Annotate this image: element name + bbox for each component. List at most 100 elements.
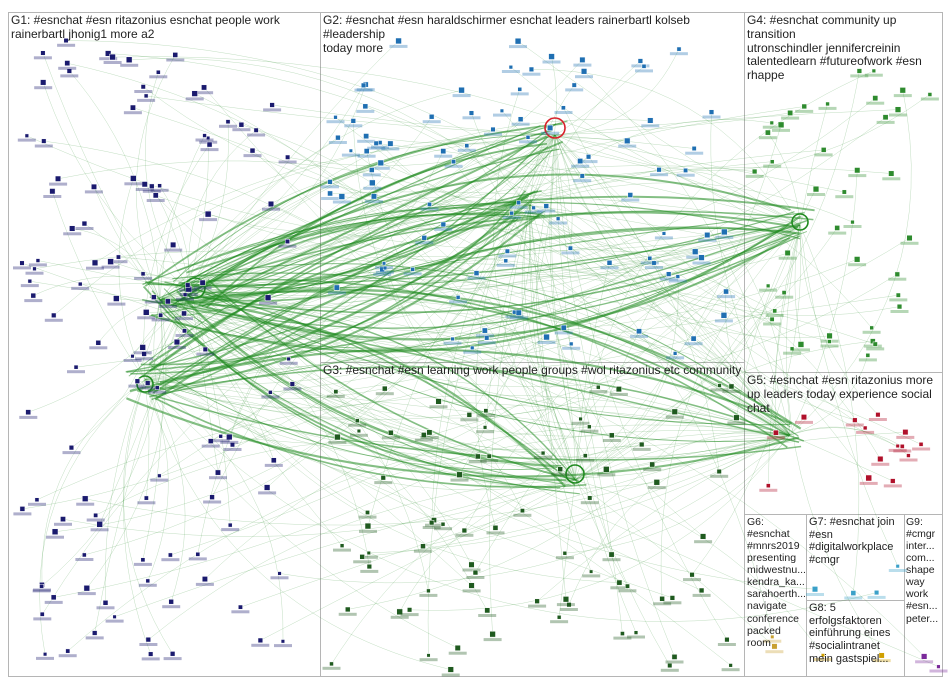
node-label-mark xyxy=(511,122,530,126)
network-node xyxy=(370,193,377,200)
network-node xyxy=(596,384,601,390)
node-label-mark xyxy=(899,458,918,462)
node-label-mark xyxy=(375,270,394,274)
network-node xyxy=(728,663,733,668)
node-label-mark xyxy=(219,124,237,128)
network-node xyxy=(421,432,427,438)
node-label-mark xyxy=(34,86,53,90)
node-label-mark xyxy=(46,535,64,539)
node-label-mark xyxy=(727,421,746,425)
network-edge xyxy=(529,119,772,206)
node-label-mark xyxy=(871,462,890,466)
network-edge xyxy=(652,431,791,465)
network-node xyxy=(769,159,775,164)
node-label-mark xyxy=(223,448,242,451)
network-node xyxy=(145,578,151,584)
node-label-mark xyxy=(138,386,157,390)
network-node xyxy=(66,68,72,74)
network-node xyxy=(656,167,662,173)
node-label-mark xyxy=(890,310,909,313)
network-node xyxy=(30,292,37,299)
network-edge xyxy=(86,299,167,589)
node-label-mark xyxy=(715,235,734,239)
network-edge xyxy=(144,294,899,381)
node-label-mark xyxy=(763,322,782,326)
network-node xyxy=(396,608,403,616)
network-edge xyxy=(574,479,824,656)
network-edge xyxy=(144,379,284,642)
network-edge xyxy=(529,56,557,206)
network-edge xyxy=(366,134,556,144)
node-label-mark xyxy=(341,153,360,157)
network-node xyxy=(481,327,488,334)
network-edge xyxy=(279,434,791,584)
network-edge xyxy=(531,69,801,226)
network-node xyxy=(345,606,351,613)
network-node xyxy=(456,471,463,478)
node-label-mark xyxy=(105,619,124,623)
network-edge xyxy=(144,379,435,521)
network-node xyxy=(369,167,375,173)
network-edge xyxy=(583,71,791,436)
node-label-mark xyxy=(201,444,220,448)
network-node xyxy=(647,255,653,261)
network-node xyxy=(426,588,431,594)
network-node xyxy=(675,274,681,279)
network-node xyxy=(509,210,514,216)
network-node xyxy=(894,106,902,113)
node-label-mark xyxy=(783,351,802,355)
network-edge xyxy=(189,116,432,291)
network-node xyxy=(548,53,555,60)
node-label-mark xyxy=(162,605,181,609)
network-edge xyxy=(189,121,229,291)
node-label-mark xyxy=(193,286,212,290)
network-edges xyxy=(21,40,939,670)
network-edge xyxy=(71,299,161,448)
node-label-mark xyxy=(571,421,590,425)
node-label-mark xyxy=(429,405,448,409)
node-label-mark xyxy=(573,179,592,183)
node-label-mark xyxy=(541,131,560,135)
network-edge xyxy=(252,150,791,436)
node-label-mark xyxy=(882,177,901,181)
network-edge xyxy=(159,237,910,370)
network-node xyxy=(769,120,774,125)
network-node xyxy=(387,140,394,147)
network-node xyxy=(698,587,705,594)
network-node xyxy=(201,84,207,91)
network-edge xyxy=(557,218,791,436)
network-node xyxy=(770,634,775,639)
network-edge xyxy=(144,379,877,622)
network-node xyxy=(484,607,491,614)
network-node xyxy=(113,295,120,302)
network-edge xyxy=(208,134,556,233)
network-node xyxy=(636,328,642,335)
network-edge xyxy=(190,263,791,428)
network-edge xyxy=(153,299,161,388)
network-node xyxy=(691,146,697,151)
node-label-mark xyxy=(654,236,673,240)
network-edge xyxy=(453,161,791,436)
node-label-mark xyxy=(555,556,574,560)
network-edge xyxy=(123,379,151,655)
node-label-mark xyxy=(722,390,741,393)
network-node xyxy=(580,68,588,75)
network-edge xyxy=(140,216,517,366)
network-node xyxy=(249,147,256,154)
network-edge xyxy=(193,129,552,296)
network-node xyxy=(534,598,540,604)
network-node xyxy=(140,271,146,277)
node-label-mark xyxy=(582,574,601,578)
network-node xyxy=(435,398,442,405)
node-label-mark xyxy=(551,472,570,476)
node-label-mark xyxy=(772,128,790,132)
node-label-mark xyxy=(876,120,895,124)
network-node xyxy=(447,666,454,673)
network-node xyxy=(229,442,235,448)
node-label-mark xyxy=(575,75,593,79)
network-edge xyxy=(42,52,161,301)
network-node xyxy=(172,52,179,58)
node-label-mark xyxy=(524,210,543,214)
node-label-mark xyxy=(509,45,527,49)
network-edge xyxy=(529,204,708,236)
